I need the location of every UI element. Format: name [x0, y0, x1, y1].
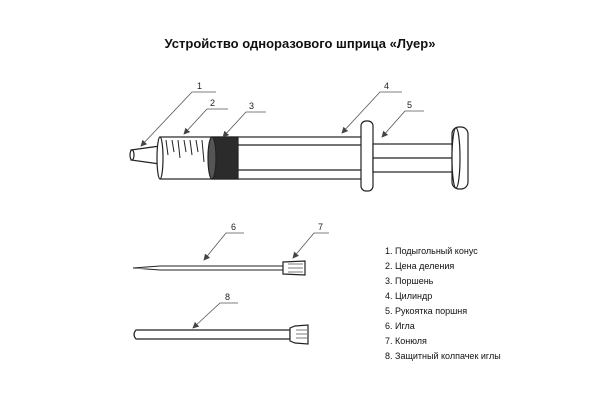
leader-lines	[140, 91, 424, 329]
callout-1: 1	[197, 81, 202, 91]
callout-8: 8	[225, 292, 230, 302]
callout-4: 4	[384, 81, 389, 91]
callout-5: 5	[407, 100, 412, 110]
syringe-tip	[130, 145, 161, 165]
diagram-title: Устройство одноразового шприца «Луер»	[164, 36, 436, 51]
legend-item: 5. Рукоятка поршня	[385, 306, 468, 316]
legend-item: 7. Конюля	[385, 336, 427, 346]
legend-item: 4. Цилиндр	[385, 291, 433, 301]
cap-hub	[289, 324, 309, 345]
legend-item: 1. Подыгольный конус	[385, 246, 478, 256]
callout-6: 6	[231, 222, 236, 232]
callout-2: 2	[210, 98, 215, 108]
scale-marks	[165, 139, 205, 163]
legend-item: 6. Игла	[385, 321, 415, 331]
needle	[132, 260, 306, 276]
syringe	[129, 120, 469, 192]
legend-item: 2. Цена деления	[385, 261, 455, 271]
legend: 1. Подыгольный конус 2. Цена деления 3. …	[385, 244, 501, 364]
syringe-flange	[360, 120, 374, 192]
callout-7: 7	[318, 222, 323, 232]
needle-cap	[133, 324, 309, 345]
callout-3: 3	[249, 101, 254, 111]
legend-item: 8. Защитный колпачек иглы	[385, 351, 501, 361]
legend-item: 3. Поршень	[385, 276, 434, 286]
